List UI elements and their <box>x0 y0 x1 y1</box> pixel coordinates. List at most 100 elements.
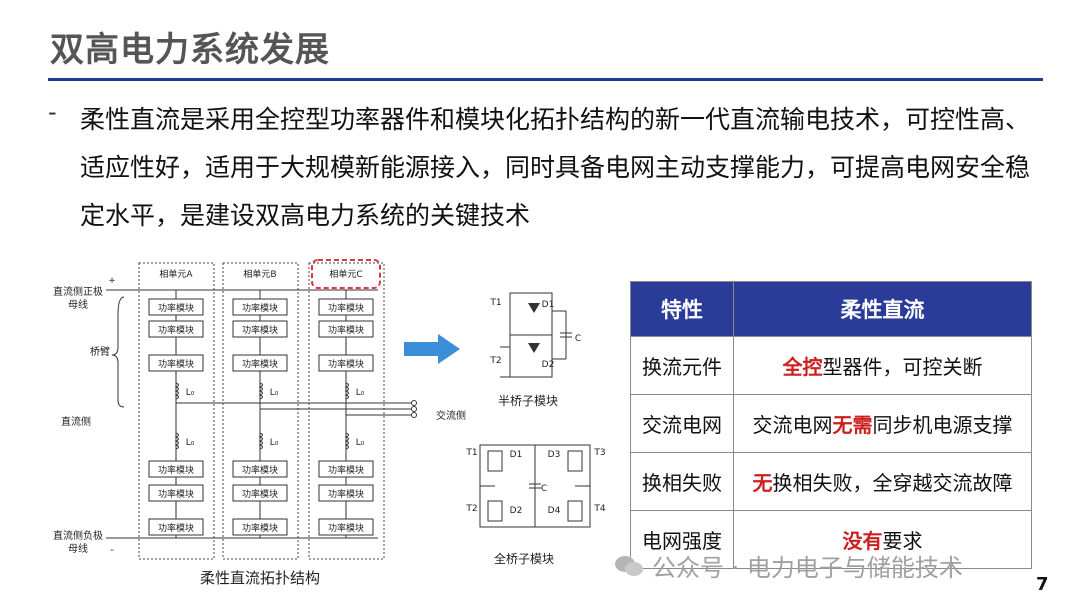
power-module <box>148 354 204 372</box>
half-bridge-label: D1 <box>542 300 555 310</box>
table-row: 电网强度没有要求 <box>630 510 1032 569</box>
inductor <box>258 432 263 450</box>
power-module-label: 功率模块 <box>158 324 194 336</box>
ac-terminal <box>411 406 417 412</box>
power-module-label: 功率模块 <box>328 324 364 336</box>
power-module <box>232 460 288 478</box>
phase-c-highlight <box>311 259 381 289</box>
slide-title: 双高电力系统发展 <box>50 30 330 70</box>
power-module-label: 功率模块 <box>242 464 278 476</box>
inductor-label: L₀ <box>270 388 279 398</box>
highlight-text: 没有 <box>842 529 883 553</box>
comparison-table: 特性 柔性直流 换流元件全控型器件，可控关断交流电网交流电网无需同步机电源支撑换… <box>630 281 1032 569</box>
inductor-label: L₀ <box>356 388 365 398</box>
inductor <box>344 382 349 400</box>
ellipsis: ⋮ <box>171 506 181 517</box>
phase-unit-border <box>308 262 385 560</box>
diode-symbol <box>528 303 540 313</box>
power-module <box>148 460 204 478</box>
power-module-label: 功率模块 <box>328 488 364 500</box>
inductor <box>258 382 263 400</box>
power-module-label: 功率模块 <box>328 358 364 370</box>
power-module <box>318 484 374 502</box>
full-bridge-label: D3 <box>548 450 561 460</box>
right-arrow-icon <box>404 334 460 364</box>
table-row: 交流电网交流电网无需同步机电源支撑 <box>630 394 1032 453</box>
table-row: 换流元件全控型器件，可控关断 <box>630 336 1032 395</box>
power-module <box>232 518 288 536</box>
power-module-label: 功率模块 <box>158 464 194 476</box>
diode-symbol <box>528 343 540 353</box>
full-bridge-label: T4 <box>593 504 605 514</box>
power-module-label: 功率模块 <box>242 302 278 314</box>
power-module-label: 功率模块 <box>328 522 364 534</box>
power-module <box>148 518 204 536</box>
inductor <box>344 432 349 450</box>
power-module <box>148 484 204 502</box>
wechat-icon <box>615 555 643 576</box>
row-value: 全控型器件，可控关断 <box>733 336 1032 395</box>
full-bridge-label: D4 <box>548 506 561 516</box>
power-module <box>318 354 374 372</box>
half-bridge-label: C <box>575 334 581 344</box>
row-value: 没有要求 <box>733 510 1032 569</box>
power-module <box>318 518 374 536</box>
value-text: 型器件，可控关断 <box>822 355 983 379</box>
ac-side-label: 交流侧 <box>436 409 466 422</box>
phase-unit-label: 相单元C <box>329 268 362 280</box>
page-number: 7 <box>1036 574 1049 595</box>
row-key: 交流电网 <box>630 394 734 453</box>
full-bridge-caption: 全桥子模块 <box>494 551 554 566</box>
dc-negative-label: 直流侧负极 <box>53 529 103 542</box>
power-module <box>318 460 374 478</box>
ellipsis: ⋮ <box>171 342 181 353</box>
table-row: 换相失败无换相失败，全穿越交流故障 <box>630 452 1032 511</box>
value-text: 换相失败，全穿越交流故障 <box>772 471 1013 495</box>
power-module-label: 功率模块 <box>242 358 278 370</box>
power-module-label: 功率模块 <box>328 302 364 314</box>
title-divider <box>48 78 1043 81</box>
phase-unit-label: 相单元B <box>243 268 276 280</box>
value-text: 同步机电源支撑 <box>872 413 1013 437</box>
topology-caption: 柔性直流拓扑结构 <box>200 569 320 587</box>
ac-terminal <box>411 412 417 418</box>
full-bridge-label: C <box>541 484 547 494</box>
header-flexible-dc: 柔性直流 <box>733 281 1032 337</box>
inductor <box>174 432 179 450</box>
power-module <box>232 298 288 316</box>
ellipsis: ⋮ <box>341 506 351 517</box>
highlight-text: 全控 <box>782 355 823 379</box>
full-bridge-label: D2 <box>510 506 523 516</box>
bullet-marker: - <box>48 98 57 126</box>
mmc-topology-diagram: 直流侧正极母线直流侧负极母线+-桥臂直流侧交流侧相单元A功率模块功率模块功率模块… <box>53 259 606 587</box>
inductor <box>174 382 179 400</box>
plus-sign: + <box>108 276 116 286</box>
power-module-label: 功率模块 <box>242 522 278 534</box>
ellipsis: ⋮ <box>255 506 265 517</box>
power-module <box>148 320 204 338</box>
dc-positive-label: 母线 <box>68 298 88 311</box>
power-module-label: 功率模块 <box>158 358 194 370</box>
highlight-text: 无 <box>752 471 773 495</box>
full-bridge-label: T2 <box>465 504 477 514</box>
phase-unit-label: 相单元A <box>159 268 193 280</box>
half-bridge-label: D2 <box>542 360 555 370</box>
inductor-label: L₀ <box>270 438 279 448</box>
row-key: 换流元件 <box>630 336 734 395</box>
watermark: 公众号 · 电力电子与储能技术 <box>614 548 963 583</box>
half-bridge-label: T1 <box>489 298 501 308</box>
phase-unit-border <box>138 262 215 560</box>
row-key: 换相失败 <box>630 452 734 511</box>
highlight-text: 无需 <box>832 413 873 437</box>
half-bridge-label: T2 <box>489 356 501 366</box>
value-text: 要求 <box>882 529 923 553</box>
dc-negative-label: 母线 <box>68 542 88 555</box>
power-module-label: 功率模块 <box>328 464 364 476</box>
header-feature: 特性 <box>630 281 734 337</box>
bullet-text: 柔性直流是采用全控型功率器件和模块化拓扑结构的新一代直流输电技术，可控性高、适应… <box>80 105 1031 230</box>
power-module <box>232 320 288 338</box>
dc-side-label: 直流侧 <box>61 415 91 428</box>
bridge-arm-label: 桥臂 <box>90 345 110 358</box>
watermark-text: 公众号 · 电力电子与储能技术 <box>652 554 963 582</box>
power-module-label: 功率模块 <box>242 488 278 500</box>
